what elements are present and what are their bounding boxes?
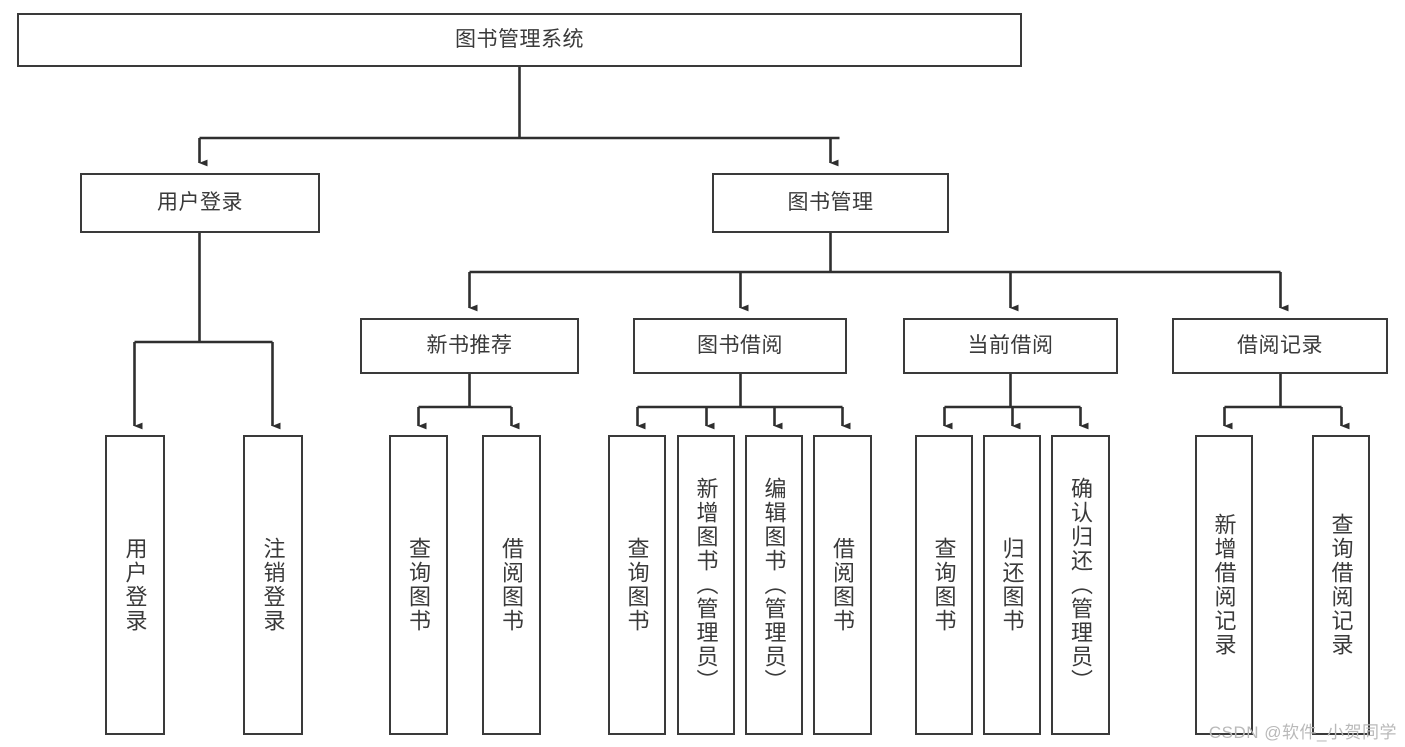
node-leaf-edit-book[interactable]: 编辑图书（管理员）: [745, 435, 803, 735]
node-leaf-query-record-label: 查询借阅记录: [1328, 513, 1354, 657]
node-book-manage-label: 图书管理: [787, 190, 874, 214]
node-borrow-record-label: 借阅记录: [1237, 333, 1323, 357]
node-leaf-confirm-return[interactable]: 确认归还（管理员）: [1051, 435, 1110, 735]
node-leaf-confirm-return-label: 确认归还（管理员）: [1068, 477, 1094, 693]
node-new-book-rec[interactable]: 新书推荐: [360, 318, 579, 374]
node-book-borrow[interactable]: 图书借阅: [633, 318, 847, 374]
node-leaf-add-record[interactable]: 新增借阅记录: [1195, 435, 1253, 735]
node-leaf-query-book-2-label: 查询图书: [624, 537, 650, 633]
watermark-text: CSDN @软件_小贺同学: [1208, 723, 1397, 742]
node-root[interactable]: 图书管理系统: [17, 13, 1022, 67]
node-leaf-borrow-book-1[interactable]: 借阅图书: [482, 435, 541, 735]
node-current-borrow[interactable]: 当前借阅: [903, 318, 1118, 374]
node-leaf-user-login[interactable]: 用户登录: [105, 435, 165, 735]
node-leaf-query-record[interactable]: 查询借阅记录: [1312, 435, 1370, 735]
node-leaf-add-book[interactable]: 新增图书（管理员）: [677, 435, 735, 735]
node-leaf-borrow-book-2[interactable]: 借阅图书: [813, 435, 872, 735]
node-book-manage[interactable]: 图书管理: [712, 173, 949, 233]
node-leaf-query-book-1[interactable]: 查询图书: [389, 435, 448, 735]
node-leaf-query-book-1-label: 查询图书: [406, 537, 432, 633]
node-leaf-edit-book-label: 编辑图书（管理员）: [761, 477, 787, 693]
node-root-label: 图书管理系统: [455, 27, 584, 51]
node-book-borrow-label: 图书借阅: [697, 333, 783, 357]
node-leaf-borrow-book-1-label: 借阅图书: [499, 537, 525, 633]
node-user-login[interactable]: 用户登录: [80, 173, 320, 233]
node-leaf-user-logout-label: 注销登录: [260, 537, 286, 633]
node-leaf-return-book-label: 归还图书: [999, 537, 1025, 633]
node-leaf-query-book-3-label: 查询图书: [931, 537, 957, 633]
node-leaf-add-record-label: 新增借阅记录: [1211, 513, 1237, 657]
node-current-borrow-label: 当前借阅: [967, 333, 1054, 357]
node-leaf-return-book[interactable]: 归还图书: [983, 435, 1041, 735]
node-leaf-add-book-label: 新增图书（管理员）: [693, 477, 719, 693]
node-leaf-query-book-3[interactable]: 查询图书: [915, 435, 973, 735]
node-leaf-borrow-book-2-label: 借阅图书: [830, 537, 856, 633]
node-user-login-label: 用户登录: [157, 190, 243, 214]
node-leaf-query-book-2[interactable]: 查询图书: [608, 435, 666, 735]
node-leaf-user-login-label: 用户登录: [122, 537, 148, 633]
node-leaf-user-logout[interactable]: 注销登录: [243, 435, 303, 735]
node-borrow-record[interactable]: 借阅记录: [1172, 318, 1388, 374]
node-new-book-rec-label: 新书推荐: [426, 333, 513, 357]
